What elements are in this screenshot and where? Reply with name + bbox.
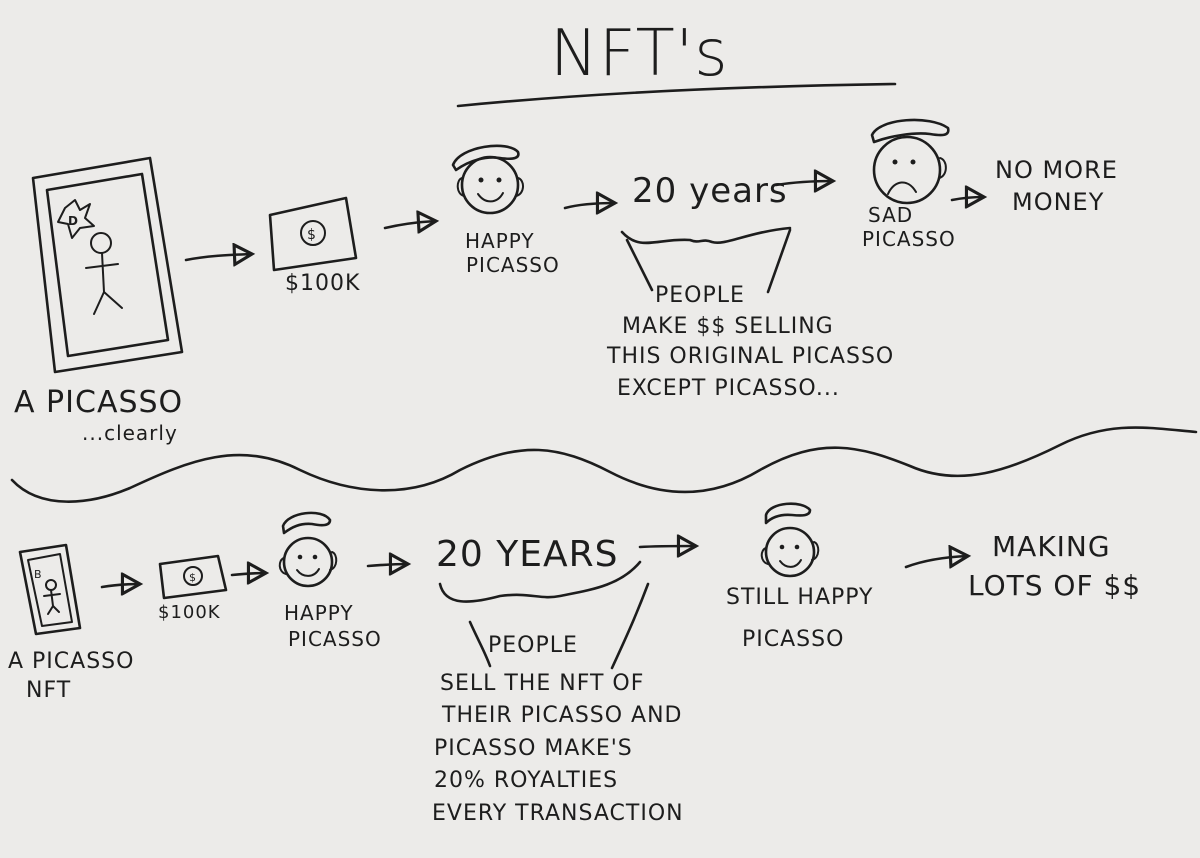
wavy-divider	[10, 426, 1198, 503]
happy-face-bottom-icon	[278, 511, 338, 588]
title-underline	[456, 82, 897, 108]
people-bottom-5: EVERY TRANSACTION	[432, 801, 684, 826]
people-top-2: THIS ORIGINAL PICASSO	[606, 344, 894, 369]
still-label-1: STILL HAPPY	[726, 585, 873, 610]
brace-top	[620, 226, 792, 245]
time-label-bottom: 20 YEARS	[436, 534, 618, 575]
price-top: $100K	[285, 271, 360, 296]
painting-subcaption-top: ...clearly	[82, 421, 178, 445]
people-top-1: MAKE $$ SELLING	[622, 314, 834, 339]
arrow-bottom-4	[638, 546, 696, 547]
svg-text:B: B	[34, 568, 43, 581]
people-bottom-3: PICASSO MAKE'S	[434, 736, 633, 761]
result-bottom-2: LOTS OF $$	[968, 569, 1141, 602]
sad-label-2: PICASSO	[862, 227, 956, 251]
sad-face-icon	[870, 118, 950, 205]
arrow-top-4	[774, 181, 833, 185]
arrow-bottom-2	[230, 573, 266, 575]
people-top-0: PEOPLE	[655, 283, 745, 308]
arrow-top-5	[950, 197, 984, 200]
sad-label-1: SAD	[868, 203, 913, 227]
result-top-2: MONEY	[1012, 188, 1104, 216]
arrow-bottom-3	[366, 564, 408, 566]
people-bottom-1: SELL THE NFT OF	[440, 671, 644, 696]
svg-text:$: $	[189, 571, 197, 584]
result-top-1: NO MORE	[995, 156, 1118, 184]
happy-face-icon	[451, 144, 524, 215]
people-top-3: EXCEPT PICASSO...	[617, 376, 840, 401]
painting-caption-bottom-2: NFT	[26, 678, 71, 703]
page-title: NFT's	[550, 17, 729, 91]
svg-text:D: D	[68, 214, 79, 228]
people-bottom-2: THEIR PICASSO AND	[441, 703, 683, 728]
still-happy-face-icon	[760, 502, 820, 578]
time-label-top: 20 years	[632, 171, 788, 211]
happy-label-bottom-1: HAPPY	[284, 601, 354, 625]
happy-label-top-1: HAPPY	[465, 229, 535, 253]
money-bill-icon: $	[268, 196, 358, 272]
svg-text:$: $	[307, 227, 317, 243]
arrow-top-1	[184, 254, 252, 260]
arrow-top-3	[563, 203, 615, 208]
still-label-2: PICASSO	[742, 627, 844, 652]
people-bottom-4: 20% ROYALTIES	[434, 768, 618, 793]
painting-top: D	[31, 156, 184, 374]
painting-caption-top: A PICASSO	[14, 385, 183, 420]
money-bill-bottom-icon: $	[158, 554, 228, 600]
happy-label-bottom-2: PICASSO	[288, 627, 382, 651]
people-bottom-0: PEOPLE	[488, 633, 578, 658]
brace-bottom	[438, 560, 642, 603]
result-bottom-1: MAKING	[992, 530, 1111, 563]
arrow-top-2	[383, 221, 436, 228]
painting-caption-bottom-1: A PICASSO	[8, 649, 134, 674]
price-bottom: $100K	[158, 602, 221, 623]
arrow-bottom-5	[904, 556, 968, 567]
arrow-bottom-1	[100, 584, 140, 587]
happy-label-top-2: PICASSO	[466, 253, 560, 277]
painting-nft: B	[18, 543, 82, 636]
